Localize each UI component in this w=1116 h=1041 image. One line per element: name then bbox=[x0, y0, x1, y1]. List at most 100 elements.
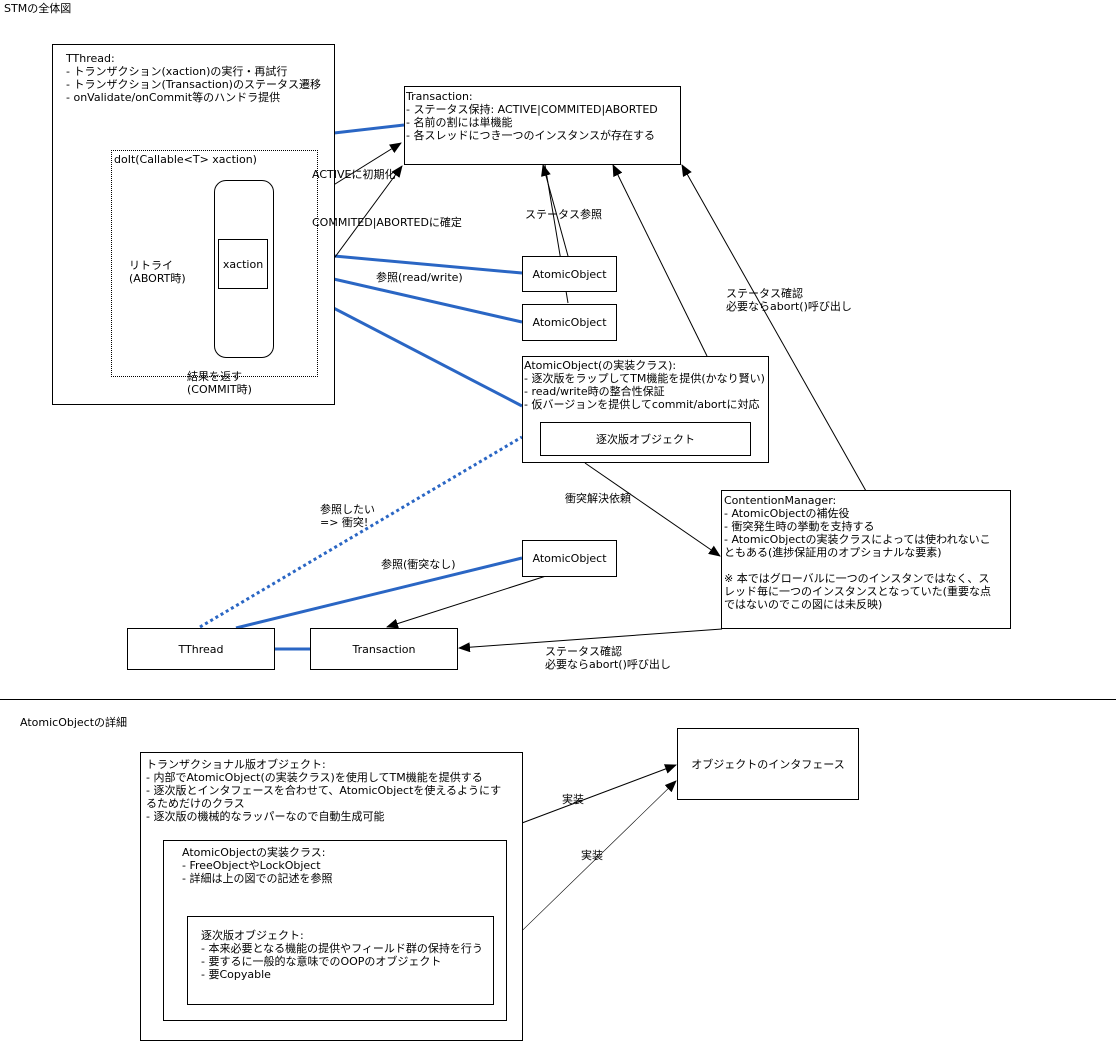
tthread-line: - onValidate/onCommit等のハンドラ提供 bbox=[66, 91, 281, 104]
doit-label: doIt(Callable<T> xaction) bbox=[114, 153, 257, 166]
status-check-line: 必要ならabort()呼び出し bbox=[545, 658, 671, 671]
transaction-title: Transaction: bbox=[406, 90, 473, 103]
status-check-line: ステータス確認 bbox=[545, 645, 622, 658]
sequential-object-text: 逐次版オブジェクト: - 本来必要となる機能の提供やフィールド群の保持を行う -… bbox=[201, 929, 483, 981]
transaction-box bbox=[404, 86, 681, 165]
object-interface-box: オブジェクトのインタフェース bbox=[677, 728, 859, 800]
return-label-line: (COMMIT時) bbox=[187, 383, 252, 396]
xaction-lifeline bbox=[214, 180, 274, 358]
atomic-impl-line: - 仮バージョンを提供してcommit/abortに対応 bbox=[524, 398, 760, 411]
want-ref-line: => 衝突! bbox=[320, 516, 369, 529]
implements-label-1: 実装 bbox=[562, 793, 584, 806]
tthread-title: TThread: bbox=[66, 52, 115, 65]
transaction-line: - 各スレッドにつき一つのインスタンスが存在する bbox=[406, 129, 656, 142]
contention-line: - AtomicObjectの補佐役 bbox=[724, 507, 850, 520]
transactional-object-text: トランザクショナル版オブジェクト: - 内部でAtomicObject(の実装ク… bbox=[146, 758, 501, 823]
tthread-box-text: TThread: - トランザクション(xaction)の実行・再試行 - トラ… bbox=[66, 52, 321, 104]
status-check-line: ステータス確認 bbox=[726, 287, 803, 300]
atomic-object-box-3: AtomicObject bbox=[522, 540, 617, 577]
contention-line: ではないのでこの図には未反映) bbox=[724, 598, 883, 611]
want-ref-line: 参照したい bbox=[320, 503, 375, 516]
atomic-impl-class-text: AtomicObjectの実装クラス: - FreeObjectやLockObj… bbox=[182, 846, 332, 885]
impl-class-title: AtomicObjectの実装クラス: bbox=[182, 846, 326, 859]
tthread-line: - トランザクション(Transaction)のステータス遷移 bbox=[66, 78, 321, 91]
contention-line: - AtomicObjectの実装クラスによっては使われないこ bbox=[724, 533, 991, 546]
tthread-small-label: TThread bbox=[178, 642, 224, 656]
atomic-object-box-1: AtomicObject bbox=[522, 256, 617, 292]
atomic-impl-text: AtomicObject(の実装クラス): - 逐次版をラップしてTM機能を提供… bbox=[524, 359, 765, 411]
status-check-line: 必要ならabort()呼び出し bbox=[726, 300, 852, 313]
contention-manager-text: ContentionManager: - AtomicObjectの補佐役 - … bbox=[724, 494, 991, 611]
conflict-request-arrow bbox=[584, 462, 721, 557]
transactional-title: トランザクショナル版オブジェクト: bbox=[146, 758, 326, 771]
section-divider bbox=[0, 699, 1116, 700]
implements-arrow-1 bbox=[521, 764, 677, 824]
transactional-line: るためだけのクラス bbox=[146, 797, 245, 810]
sequential-line: - 本来必要となる機能の提供やフィールド群の保持を行う bbox=[201, 942, 483, 955]
transactional-line: - 内部でAtomicObject(の実装クラス)を使用してTM機能を提供する bbox=[146, 771, 483, 784]
contention-line: ※ 本ではグローバルに一つのインスタンではなく、ス bbox=[724, 572, 990, 585]
sequential-object-label: 逐次版オブジェクト bbox=[596, 433, 695, 446]
contention-title: ContentionManager: bbox=[724, 494, 837, 507]
atomic-object-box-2: AtomicObject bbox=[522, 304, 617, 341]
link-tthread-atomic3 bbox=[235, 556, 523, 630]
sequential-line: - 要Copyable bbox=[201, 968, 271, 981]
ref-no-conflict-label: 参照(衝突なし) bbox=[381, 558, 456, 571]
sequential-object-inner-box: 逐次版オブジェクト bbox=[540, 422, 751, 456]
status-ref-label: ステータス参照 bbox=[525, 208, 602, 221]
tthread-small-box: TThread bbox=[127, 628, 275, 670]
ref-rw-label: 参照(read/write) bbox=[376, 271, 463, 284]
transaction-small-box: Transaction bbox=[310, 628, 458, 670]
sequential-title: 逐次版オブジェクト: bbox=[201, 929, 304, 942]
object-interface-label: オブジェクトのインタフェース bbox=[691, 758, 845, 771]
confirm-label: COMMITED|ABORTEDに確定 bbox=[312, 216, 462, 229]
diagram-title: STMの全体図 bbox=[4, 2, 72, 15]
section-title-atomic-detail: AtomicObjectの詳細 bbox=[20, 716, 128, 729]
atomic-object-label: AtomicObject bbox=[532, 316, 607, 329]
transaction-box-text: Transaction: - ステータス保持: ACTIVE|COMMITED|… bbox=[406, 90, 658, 142]
return-label-line: 結果を返す bbox=[187, 370, 242, 383]
contention-line: ともある(進捗保証用のオプショナルな要素) bbox=[724, 546, 942, 559]
status-check-label-2: ステータス確認 必要ならabort()呼び出し bbox=[545, 645, 671, 671]
contention-line: - 衝突発生時の挙動を支持する bbox=[724, 520, 875, 533]
doit-region bbox=[111, 150, 318, 377]
tthread-line: - トランザクション(xaction)の実行・再試行 bbox=[66, 65, 288, 78]
want-ref-label: 参照したい => 衝突! bbox=[320, 503, 375, 529]
transaction-line: - 名前の割には単機能 bbox=[406, 116, 513, 129]
contention-manager-box bbox=[721, 490, 1011, 629]
status-check-label-1: ステータス確認 必要ならabort()呼び出し bbox=[726, 287, 852, 313]
atomic-impl-line: - 逐次版をラップしてTM機能を提供(かなり賢い) bbox=[524, 372, 765, 385]
transaction-line: - ステータス保持: ACTIVE|COMMITED|ABORTED bbox=[406, 103, 658, 116]
contention-spacer bbox=[724, 559, 991, 572]
link-tthread-transaction bbox=[333, 123, 405, 135]
return-label: 結果を返す (COMMIT時) bbox=[187, 370, 252, 396]
atomic3-transaction-arrow bbox=[386, 575, 547, 629]
impl-class-line: - 詳細は上の図での記述を参照 bbox=[182, 872, 333, 885]
conflict-request-label: 衝突解決依頼 bbox=[565, 492, 631, 505]
transactional-line: - 逐次版とインタフェースを合わせて、AtomicObjectを使えるようにす bbox=[146, 784, 502, 797]
impl-status-arrow bbox=[612, 164, 708, 357]
link-conflict-dotted bbox=[199, 435, 523, 629]
transactional-line: - 逐次版の機械的なラッパーなので自動生成可能 bbox=[146, 810, 385, 823]
retry-label-line: リトライ bbox=[129, 259, 173, 272]
retry-label-line: (ABORT時) bbox=[129, 272, 186, 285]
atomic-impl-line: - read/write時の整合性保証 bbox=[524, 385, 665, 398]
implements-label-2: 実装 bbox=[581, 849, 603, 862]
contention-transaction-arrow bbox=[458, 628, 723, 653]
contention-status-arrow bbox=[681, 164, 867, 492]
atomic-impl-title: AtomicObject(の実装クラス): bbox=[524, 359, 677, 372]
atomic-object-label: AtomicObject bbox=[532, 267, 607, 281]
init-label: ACTIVEに初期化 bbox=[312, 168, 396, 181]
retry-label: リトライ (ABORT時) bbox=[129, 259, 186, 285]
atomic-object-label: AtomicObject bbox=[532, 552, 607, 565]
impl-class-line: - FreeObjectやLockObject bbox=[182, 859, 321, 872]
contention-line: レッド毎に一つのインスタンスとなっていた(重要な点 bbox=[724, 585, 991, 598]
sequential-line: - 要するに一般的な意味でのOOPのオブジェクト bbox=[201, 955, 442, 968]
sequential-object-box bbox=[187, 916, 494, 1005]
xaction-box: xaction bbox=[218, 239, 268, 289]
xaction-label: xaction bbox=[222, 257, 264, 271]
implements-arrow-2 bbox=[493, 780, 677, 959]
transaction-small-label: Transaction bbox=[352, 642, 416, 656]
tthread-box bbox=[52, 44, 335, 405]
